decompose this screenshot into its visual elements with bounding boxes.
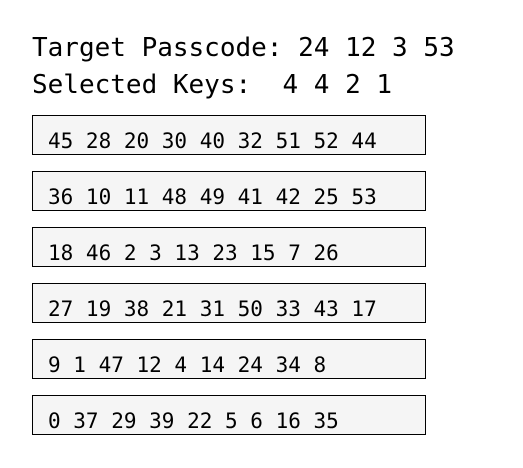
target-passcode-line: Target Passcode: 24 12 3 53	[32, 33, 455, 63]
target-passcode-label: Target Passcode:	[32, 33, 283, 63]
key-row-6[interactable]: 0 37 29 39 22 5 6 16 35	[32, 395, 426, 435]
key-row-1-numbers: 45 28 20 30 40 32 51 52 44	[48, 129, 377, 153]
selected-keys-value: 4 4 2 1	[282, 70, 393, 100]
key-row-1[interactable]: 45 28 20 30 40 32 51 52 44	[32, 115, 426, 155]
key-row-3[interactable]: 18 46 2 3 13 23 15 7 26	[32, 227, 426, 267]
key-row-5-numbers: 9 1 47 12 4 14 24 34 8	[48, 353, 327, 377]
selected-keys-line: Selected Keys: 4 4 2 1	[32, 70, 392, 100]
target-passcode-value: 24 12 3 53	[298, 33, 455, 63]
key-row-3-numbers: 18 46 2 3 13 23 15 7 26	[48, 241, 339, 265]
key-row-4[interactable]: 27 19 38 21 31 50 33 43 17	[32, 283, 426, 323]
selected-keys-label: Selected Keys:	[32, 70, 252, 100]
key-row-5[interactable]: 9 1 47 12 4 14 24 34 8	[32, 339, 426, 379]
key-row-4-numbers: 27 19 38 21 31 50 33 43 17	[48, 297, 377, 321]
key-row-2-numbers: 36 10 11 48 49 41 42 25 53	[48, 185, 377, 209]
key-row-6-numbers: 0 37 29 39 22 5 6 16 35	[48, 409, 339, 433]
key-row-2[interactable]: 36 10 11 48 49 41 42 25 53	[32, 171, 426, 211]
